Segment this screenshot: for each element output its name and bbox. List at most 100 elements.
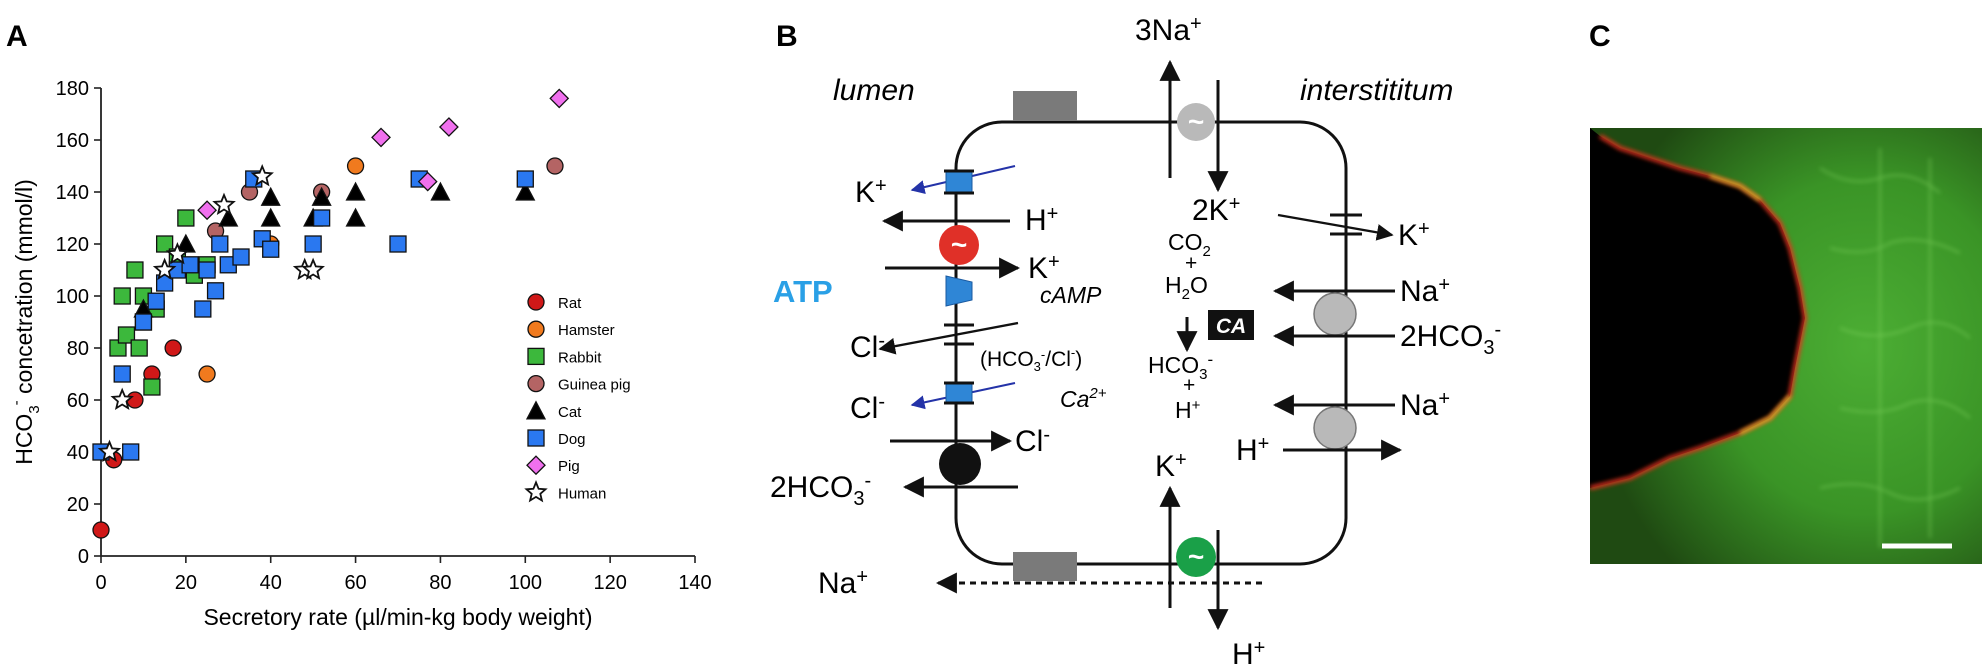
legend-marker (524, 480, 548, 503)
cftr-channel (945, 275, 973, 307)
data-point (177, 209, 195, 227)
data-point (110, 387, 134, 410)
micrograph-apical-border (1590, 134, 1808, 490)
data-point (250, 164, 274, 187)
data-point (430, 181, 451, 201)
exchanger-cl-label: Cl- (1015, 424, 1050, 458)
ca2-label: Ca2+ (1060, 385, 1107, 412)
data-point (92, 521, 110, 539)
ca-cl-channel (945, 382, 973, 404)
apical-k-label: K+ (855, 175, 887, 209)
y-tick-label: 180 (56, 78, 89, 100)
panel-b: B lumen interstititum ~ 3Na+ 2K+ K+ H+ ~… (770, 13, 1501, 669)
data-point (260, 186, 281, 206)
hco3-product-label: HCO3- (1148, 350, 1213, 383)
legend-label: Human (558, 485, 606, 502)
data-point (549, 88, 570, 109)
data-point (311, 186, 332, 206)
data-point (345, 181, 366, 201)
data-point (262, 240, 280, 258)
data-point (134, 313, 153, 331)
h2o-label: H2O (1165, 272, 1208, 303)
data-point (389, 235, 407, 253)
x-tick-label: 120 (593, 572, 626, 594)
legend-label: Rat (558, 295, 582, 312)
data-point (218, 207, 239, 227)
micrograph-cell-borders (1819, 148, 1971, 548)
y-tick-label: 140 (56, 182, 89, 204)
co2-plus: + (1185, 252, 1197, 275)
data-point (206, 282, 225, 300)
h-pump-label: H+ (1025, 203, 1058, 237)
h-k-atpase-tilde: ~ (951, 229, 967, 260)
atp-label: ATP (773, 274, 833, 309)
data-point (371, 127, 391, 148)
hco3-plus: + (1183, 374, 1195, 397)
data-point (211, 235, 229, 253)
legend-label: Cat (558, 404, 582, 421)
x-tick-label: 140 (678, 572, 711, 594)
data-point (346, 157, 365, 175)
legend-marker (527, 429, 545, 447)
nhe-na-label: Na+ (1400, 388, 1450, 422)
data-point (304, 235, 322, 253)
h-product-label: H+ (1175, 397, 1201, 423)
x-tick-label: 80 (429, 572, 451, 594)
basolateral-h-label: H+ (1232, 637, 1265, 669)
y-tick-label: 160 (56, 130, 89, 152)
lumen-label: lumen (833, 74, 915, 107)
series-human (97, 164, 325, 462)
data-point (232, 248, 250, 266)
legend-marker (526, 455, 546, 476)
fluorescence-micrograph (1590, 128, 1982, 564)
data-point (122, 443, 140, 461)
basolateral-atpase-tilde: ~ (1188, 541, 1204, 572)
y-tick-label: 100 (56, 286, 89, 308)
data-point (516, 170, 534, 188)
y-tick-label: 20 (67, 494, 89, 516)
data-point (147, 292, 165, 310)
y-tick-label: 40 (67, 442, 89, 464)
legend-marker (527, 347, 545, 366)
data-point (152, 257, 177, 281)
data-point (155, 235, 174, 253)
panel-b-label: B (776, 20, 798, 53)
series-pig (197, 88, 570, 221)
legend-label: Guinea pig (558, 377, 631, 394)
basolateral-k-label: K+ (1155, 449, 1187, 483)
data-point (197, 200, 217, 221)
hco3-cl-exchange-label: (HCO3-/Cl-) (980, 345, 1082, 374)
data-point (97, 439, 122, 462)
y-axis-label: HCO3- concetration (mmol/l) (8, 179, 43, 465)
interstitium-label: interstititum (1300, 74, 1453, 107)
data-point (113, 365, 131, 383)
paracellular-na-label: Na+ (818, 566, 868, 600)
legend-label: Hamster (558, 322, 615, 339)
series-cat (133, 181, 536, 318)
x-tick-label: 0 (95, 572, 106, 594)
data-point (301, 257, 325, 281)
x-tick-label: 60 (344, 572, 366, 594)
series-rat (92, 339, 182, 539)
tight-junction-top (1013, 91, 1077, 121)
ca-cl-label: Cl- (850, 391, 885, 425)
legend-marker (525, 400, 547, 420)
k-pump-label: K+ (1028, 251, 1060, 285)
y-tick-label: 0 (78, 546, 89, 568)
na-h-exchanger (1313, 406, 1357, 450)
data-point (113, 287, 131, 305)
y-tick-label: 60 (67, 390, 89, 412)
data-point (546, 157, 564, 175)
data-point (260, 207, 281, 227)
basolateral-k-out-arrow (1277, 213, 1394, 241)
na-k-atpase-pump (1177, 103, 1215, 141)
data-point (181, 256, 199, 274)
micrograph-yellow-overlap (1709, 174, 1792, 435)
x-tick-label: 100 (509, 572, 542, 594)
data-point (164, 339, 182, 357)
